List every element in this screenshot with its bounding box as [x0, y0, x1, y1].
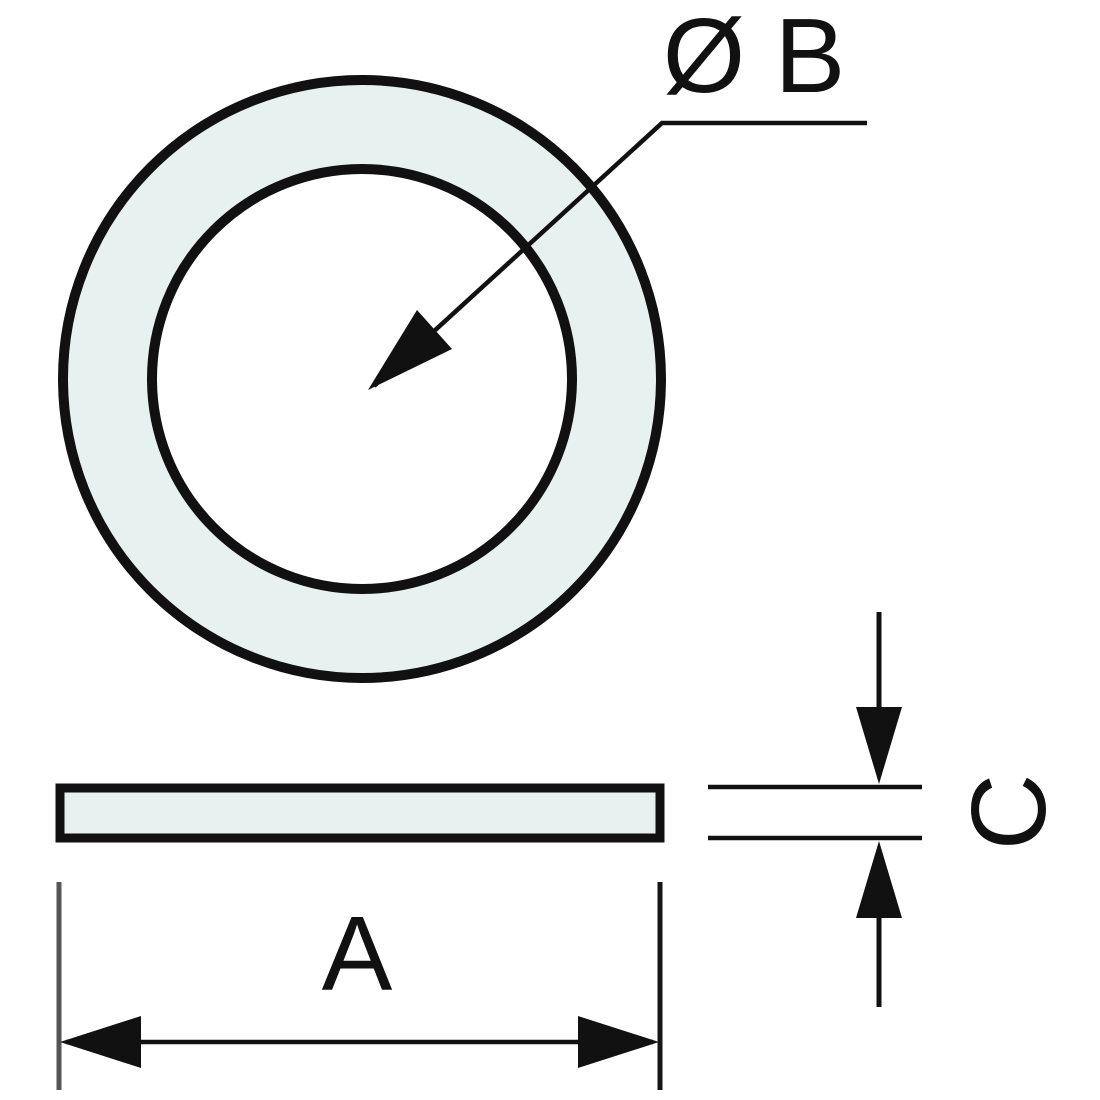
width-right-arrowhead-icon	[578, 1016, 659, 1068]
outer-width-dimension: A	[56, 882, 663, 1090]
thickness-lower-arrowhead-icon	[856, 841, 902, 918]
washer-top-view	[58, 75, 666, 683]
leader-line	[372, 120, 867, 388]
inner-diameter-dimension: Ø B	[368, 0, 867, 390]
thickness-label: C	[950, 774, 1068, 851]
width-left-arrowhead-icon	[60, 1016, 141, 1068]
side-profile-rect	[55, 783, 665, 843]
inner-circle	[147, 164, 577, 594]
washer-side-view	[55, 783, 665, 843]
thickness-dimension: C	[708, 612, 1068, 1007]
leader-arrowhead-icon	[368, 310, 452, 390]
outer-width-label: A	[322, 895, 393, 1013]
inner-diameter-label: Ø B	[663, 0, 846, 115]
thickness-upper-arrowhead-icon	[856, 707, 902, 784]
